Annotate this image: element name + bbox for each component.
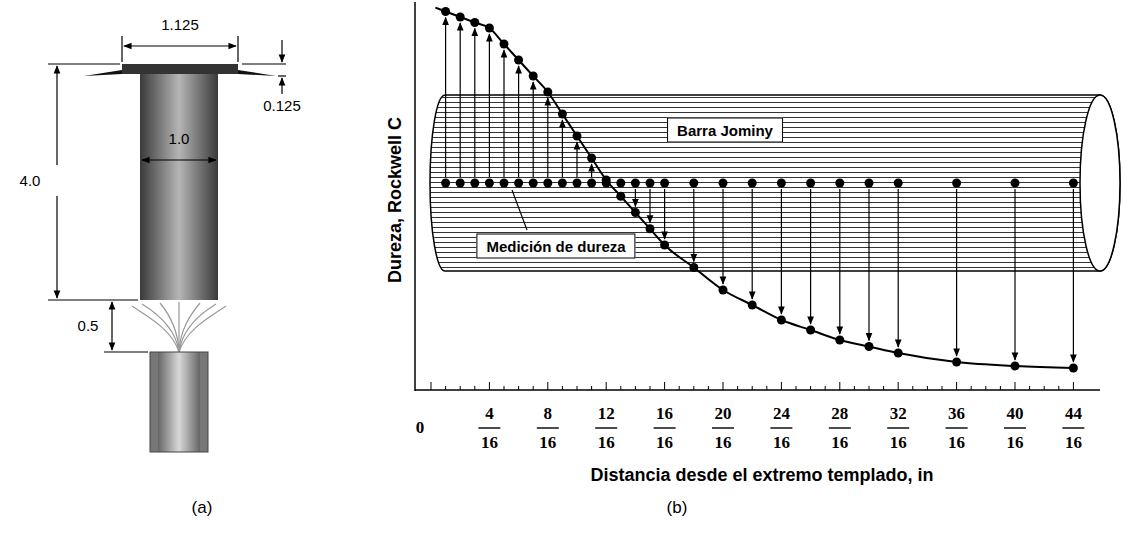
tick-label: 16 [656, 434, 673, 453]
tick-label: 24 [773, 405, 790, 424]
tick-label: 16 [948, 434, 965, 453]
dimension-label: 4.0 [20, 173, 41, 190]
dimension-label: 0.5 [78, 318, 99, 335]
tick-label: 16 [656, 405, 673, 424]
tick-label: 16 [598, 434, 615, 453]
chart-axes [415, 2, 1100, 391]
box-label: Barra Jominy [677, 122, 773, 139]
jominy-specimen [84, 64, 276, 452]
tick-label: 12 [598, 405, 615, 424]
tick-label: 16 [539, 434, 556, 453]
tick-label: 8 [544, 405, 553, 424]
tick-label: 32 [890, 405, 907, 424]
tick-label: 4 [485, 405, 494, 424]
tick-label: 16 [890, 434, 907, 453]
panel-caption: (b) [667, 499, 688, 518]
tick-label: 20 [715, 405, 732, 424]
tick-label: 36 [948, 405, 965, 424]
tick-label: 28 [831, 405, 848, 424]
tick-label: 16 [1007, 434, 1024, 453]
axis-title: Distancia desde el extremo templado, in [590, 466, 933, 486]
tick-label: 16 [1065, 434, 1082, 453]
tick-label: 16 [773, 434, 790, 453]
hardness-curve [431, 7, 1084, 428]
dimension-label: 1.125 [161, 17, 199, 34]
tick-label: 40 [1007, 405, 1024, 424]
dimension-label: 0.125 [263, 98, 301, 115]
tick-label: 16 [715, 434, 732, 453]
panel-caption: (a) [192, 499, 213, 518]
tick-label: 16 [481, 434, 498, 453]
leader-line [512, 190, 527, 230]
dimension-lines [48, 36, 286, 352]
tick-label: 16 [831, 434, 848, 453]
tick-label: 0 [416, 419, 425, 438]
dimension-label: 1.0 [169, 131, 190, 148]
label-box: Barra Jominy [667, 118, 783, 143]
label-box: Medición de dureza [476, 234, 635, 259]
box-label: Medición de dureza [486, 238, 625, 255]
tick-label: 44 [1065, 405, 1082, 424]
axis-title: Dureza, Rockwell C [386, 117, 406, 283]
